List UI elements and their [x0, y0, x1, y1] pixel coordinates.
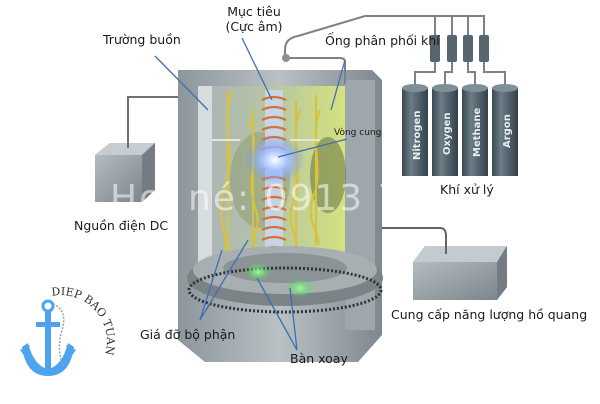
part-holder-rods: [212, 91, 321, 263]
label-target: Mục tiêu (Cực âm): [219, 4, 289, 34]
gas-tank-methane: Methane: [462, 84, 488, 176]
gas-tank-nitrogen-label: Nitrogen: [412, 111, 423, 160]
gas-tank-argon-label: Argon: [502, 114, 513, 148]
diep-bao-tuan-logo: DIEP BAO TUAN: [20, 285, 117, 376]
pipe-junction: [282, 54, 290, 62]
label-field: Trường buồn: [103, 32, 181, 47]
gas-tank-argon: Argon: [492, 84, 518, 176]
gas-distribution-pipe: [284, 15, 506, 88]
gas-tank-oxygen-label: Oxygen: [442, 112, 453, 155]
label-target-line1: Mục tiêu: [227, 4, 281, 19]
arc-supply-box: [413, 246, 507, 300]
label-target-line2: (Cực âm): [225, 19, 283, 34]
label-arc-supply: Cung cấp năng lượng hồ quang: [391, 307, 588, 322]
gas-tank-nitrogen: Nitrogen: [402, 84, 428, 176]
label-dc-source: Nguồn điện DC: [74, 218, 169, 233]
label-process-gas: Khí xử lý: [440, 182, 494, 197]
turntable: [187, 246, 383, 314]
gas-valves: [430, 35, 489, 62]
label-part-holder: Giá đỡ bộ phận: [140, 327, 236, 342]
dc-power-supply-box: [95, 143, 155, 202]
watermark-part-2: né: 0913 7: [188, 178, 403, 219]
arc-supply-cable: [280, 227, 447, 254]
svg-text:DIEP BAO TUAN: DIEP BAO TUAN: [51, 285, 117, 357]
anchor-icon: [20, 299, 76, 376]
label-turntable: Bàn xoay: [290, 351, 348, 366]
leader-lines: [154, 37, 348, 351]
label-gas-pipe: Ống phân phối khí: [325, 33, 440, 48]
arc-glow: [245, 136, 305, 184]
watermark-part-1: Ho: [110, 178, 164, 219]
label-arc: Vòng cung: [334, 128, 382, 138]
gas-tanks: Nitrogen Oxygen Methane Argon: [402, 84, 518, 176]
gas-tank-oxygen: Oxygen: [432, 84, 458, 176]
gas-tank-methane-label: Methane: [472, 108, 483, 158]
